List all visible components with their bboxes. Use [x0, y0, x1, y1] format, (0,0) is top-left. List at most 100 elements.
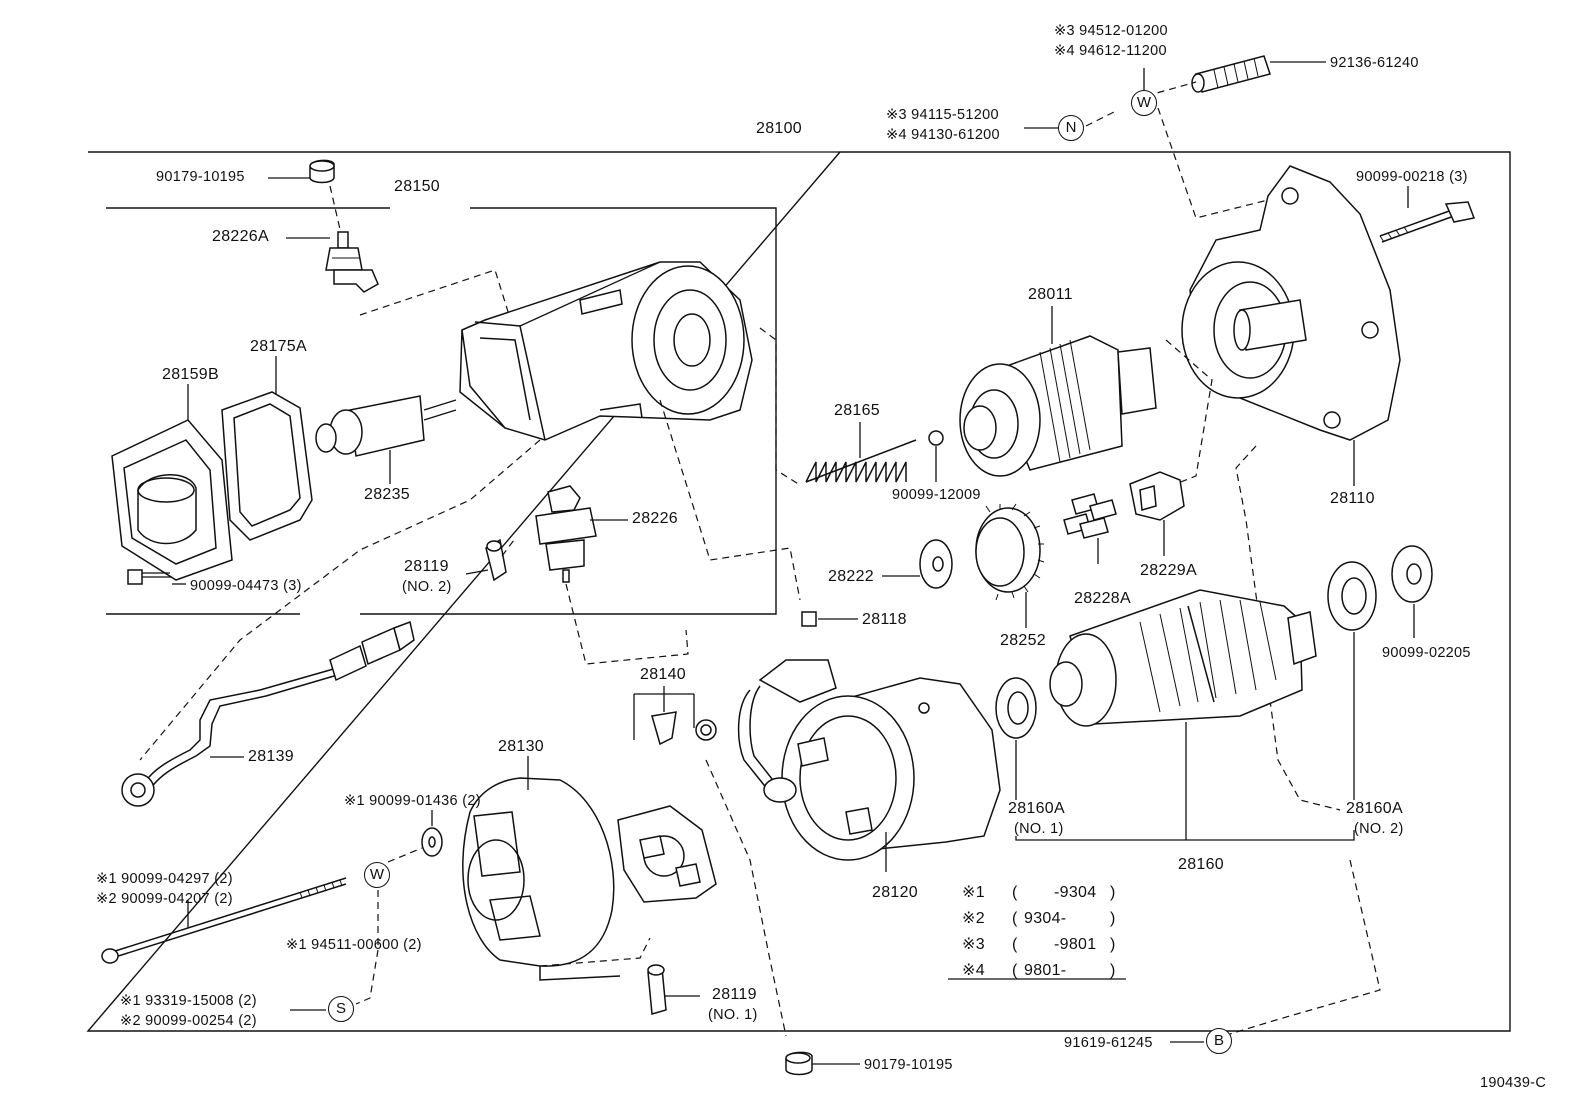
- legend-open: (: [1012, 936, 1018, 953]
- label-28165: 28165: [834, 402, 880, 419]
- label-28011: 28011: [1028, 286, 1073, 303]
- label-28119-no2: 28119: [404, 558, 449, 575]
- diagram-code: 190439-C: [1480, 1075, 1547, 1091]
- label-w-note4: ※4 94612-11200: [1054, 43, 1167, 59]
- switch-housing: [459, 261, 753, 441]
- legend-mark: ※3: [962, 936, 985, 953]
- plunger-28235: [315, 395, 457, 457]
- legend-close: ): [1110, 936, 1116, 953]
- legend-mark: ※4: [962, 962, 985, 979]
- legend-close: ): [1110, 910, 1116, 927]
- legend-close: ): [1110, 884, 1116, 901]
- label-28140: 28140: [640, 666, 686, 683]
- label-28235: 28235: [364, 486, 410, 503]
- bolt-90099-04473: [127, 569, 172, 585]
- label-28100: 28100: [756, 120, 802, 137]
- label-28130: 28130: [498, 738, 544, 755]
- brush-28119-no1: [647, 964, 667, 1015]
- legend-row: ※2 ( 9304- ): [962, 908, 1128, 932]
- label-w-note3: ※3 94512-01200: [1054, 23, 1168, 39]
- legend-range: -9801: [1054, 936, 1097, 953]
- washer-90099-01436: [421, 827, 443, 857]
- cap-90179-bottom: [785, 1051, 813, 1076]
- label-28160A-no2: 28160A: [1346, 800, 1403, 817]
- cap-90179-top: [309, 159, 335, 184]
- label-28118: 28118: [862, 611, 907, 628]
- legend-row: ※4 ( 9801- ): [962, 956, 1128, 980]
- legend-open: (: [1012, 962, 1018, 979]
- label-28228A: 28228A: [1074, 590, 1131, 607]
- legend-table: ※1 ( -9304 ) ※2 ( 9304- ) ※3 ( -9801 ) ※…: [962, 884, 1128, 980]
- label-28222: 28222: [828, 568, 874, 585]
- terminal-28226A: [325, 231, 379, 293]
- callout-w-top: W: [1131, 90, 1157, 116]
- label-90099-04207: ※2 90099-04207 (2): [96, 891, 233, 907]
- stud-92136-61240: [1191, 55, 1271, 93]
- retainer-28229A: [1129, 471, 1185, 521]
- bearing-28160A-no1: [995, 677, 1037, 739]
- bolt-90099-00218: [1379, 201, 1476, 243]
- label-28159B: 28159B: [162, 366, 219, 383]
- label-90179-10195-bottom: 90179-10195: [864, 1057, 953, 1073]
- callout-b: B: [1206, 1028, 1232, 1054]
- label-93319-15008: ※1 93319-15008 (2): [120, 993, 257, 1009]
- label-90099-00254: ※2 90099-00254 (2): [120, 1013, 257, 1029]
- cover-28159B: [111, 419, 233, 581]
- brush-28119-no2: [485, 538, 507, 582]
- label-28119-no1: 28119: [712, 986, 757, 1003]
- assembly-box-28100: [86, 151, 1511, 1032]
- label-28139: 28139: [248, 748, 294, 765]
- callout-s: S: [328, 996, 354, 1022]
- label-no1-b: (NO. 1): [708, 1007, 758, 1023]
- label-90179-10195-top: 90179-10195: [156, 169, 245, 185]
- washer-90099-02205: [1391, 545, 1433, 603]
- legend-open: (: [1012, 910, 1018, 927]
- label-28120: 28120: [872, 884, 918, 901]
- legend-mark: ※2: [962, 910, 985, 927]
- terminal-28226: [535, 485, 597, 583]
- label-no2-a: (NO. 2): [402, 579, 452, 595]
- label-90099-02205: 90099-02205: [1382, 645, 1471, 661]
- label-91619-61245: 91619-61245: [1064, 1035, 1153, 1051]
- label-28175A: 28175A: [250, 338, 307, 355]
- legend-close: ): [1110, 962, 1116, 979]
- label-28160A-no1: 28160A: [1008, 800, 1065, 817]
- clutch-28011: [959, 335, 1157, 477]
- yoke-28120: [737, 659, 1001, 861]
- lead-wire-28139: [121, 620, 415, 807]
- label-90099-01436: ※1 90099-01436 (2): [344, 793, 481, 809]
- end-frame-28130: [462, 777, 621, 981]
- bearing-28160A-no2: [1327, 561, 1377, 631]
- label-n-note4: ※4 94130-61200: [886, 127, 1000, 143]
- gasket-28175A: [221, 391, 313, 541]
- callout-w-lower: W: [364, 862, 390, 888]
- gear-28252: [975, 503, 1045, 601]
- label-n-note3: ※3 94115-51200: [886, 107, 999, 123]
- label-28252: 28252: [1000, 632, 1046, 649]
- label-no2-b: (NO. 2): [1354, 821, 1404, 837]
- legend-range: 9801-: [1024, 962, 1067, 979]
- label-90099-04297: ※1 90099-04297 (2): [96, 871, 233, 887]
- label-94511-00600: ※1 94511-00600 (2): [286, 937, 422, 953]
- legend-open: (: [1012, 884, 1018, 901]
- label-90099-04473: 90099-04473 (3): [190, 578, 302, 594]
- legend-row: ※1 ( -9304 ): [962, 884, 1128, 908]
- through-bolt-90099-04297: [101, 877, 347, 964]
- rollers-28228A: [1063, 493, 1117, 539]
- brush-holder-28140: [617, 711, 717, 903]
- label-28110: 28110: [1330, 490, 1375, 507]
- label-no1-a: (NO. 1): [1014, 821, 1064, 837]
- armature-28160: [1049, 589, 1317, 727]
- label-28160: 28160: [1178, 856, 1224, 873]
- ball-90099-12009: [928, 430, 944, 446]
- part-28118: [801, 611, 817, 627]
- label-92136-61240: 92136-61240: [1330, 55, 1419, 71]
- label-90099-12009: 90099-12009: [892, 487, 981, 503]
- label-28226A: 28226A: [212, 228, 269, 245]
- callout-n: N: [1058, 115, 1084, 141]
- legend-range: 9304-: [1024, 910, 1067, 927]
- label-90099-00218: 90099-00218 (3): [1356, 169, 1468, 185]
- label-28150: 28150: [394, 178, 440, 195]
- legend-mark: ※1: [962, 884, 985, 901]
